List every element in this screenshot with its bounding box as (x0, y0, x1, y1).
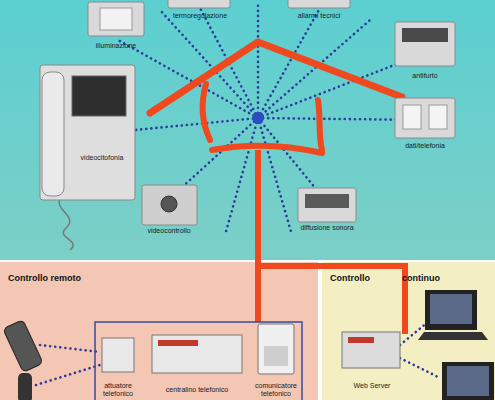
communicator-module (258, 324, 294, 374)
device-box: comunicatore telefonico (250, 322, 302, 398)
device-box: illuminazione (84, 0, 148, 50)
device-box: videocitofonia (64, 62, 140, 162)
panel-heading: Controllo remoto (8, 273, 81, 283)
device-label: videocontrollo (136, 227, 202, 235)
dotted-link (160, 10, 258, 118)
computer-screen (447, 366, 489, 396)
communicator-keypad (264, 346, 288, 366)
bus-line (258, 150, 405, 334)
device-display (402, 28, 448, 42)
videophone-handset (42, 72, 64, 196)
web-server-label (348, 337, 374, 343)
socket (403, 105, 421, 129)
device-box: Web Server (336, 330, 408, 390)
device-label: attuatore telefonico (96, 382, 140, 398)
socket (429, 105, 447, 129)
device-box: diffusione sonora (290, 186, 364, 232)
dotted-link (258, 118, 292, 235)
switchboard-module (152, 335, 242, 373)
device-label: illuminazione (84, 42, 148, 50)
dotted-link (225, 118, 258, 235)
dotted-link (36, 365, 100, 385)
videophone-screen (72, 76, 126, 116)
dotted-link (135, 118, 258, 130)
mobile-phone (3, 320, 43, 373)
house-wall (203, 84, 210, 140)
panel-heading: Controllo (330, 273, 370, 283)
remote-panel-bg (0, 262, 318, 400)
device-plate (168, 0, 230, 8)
computer-monitor (425, 290, 477, 330)
house-floor (212, 146, 322, 153)
device-plate (142, 185, 197, 225)
videophone-body (40, 65, 135, 200)
dotted-link (257, 5, 260, 118)
camera-lens (161, 196, 177, 212)
device-plate (298, 188, 356, 222)
device-box: dati/telefonia (390, 96, 460, 150)
device-label: antifurto (390, 72, 460, 80)
device-label: Web Server (336, 382, 408, 390)
device-box: centralino telefonico (148, 332, 246, 394)
device-label: comunicatore telefonico (250, 382, 302, 398)
device-key (100, 8, 132, 30)
hub-dot (252, 112, 264, 124)
device-box: attuatore telefonico (96, 336, 140, 398)
computer-screen (430, 294, 472, 324)
wireless-links (36, 5, 440, 385)
dotted-link (258, 20, 370, 118)
device-label: centralino telefonico (148, 386, 246, 394)
computer-monitor (442, 362, 494, 400)
panel-box: Controllo continuoWeb Server (322, 262, 495, 400)
device-plate (395, 98, 455, 138)
device-plate (288, 0, 350, 8)
continuous-panel-bg (322, 262, 495, 400)
device-label: videocitofonia (64, 154, 140, 162)
dotted-link (400, 358, 440, 378)
switchboard-label (158, 340, 198, 346)
dotted-link (40, 345, 100, 352)
web-server-unit (342, 332, 400, 368)
device-box: antifurto (390, 20, 460, 80)
actuator-module (102, 338, 134, 372)
device-display (305, 194, 349, 208)
device-plate (395, 22, 455, 66)
device-label: diffusione sonora (290, 224, 364, 232)
handset-cord (59, 195, 73, 250)
device-label: termoregolazione (165, 12, 235, 20)
panel-box: Controllo remoto attuatore telefonico cent… (0, 262, 318, 400)
device-box: termoregolazione (165, 0, 235, 20)
device-box: allarmi tecnici (282, 0, 356, 20)
computer-keyboard (418, 332, 488, 340)
device-box: videocontrollo (136, 183, 202, 235)
phone-handset (18, 373, 32, 400)
bus-line (255, 150, 261, 322)
device-label: allarmi tecnici (282, 12, 356, 20)
device-label: dati/telefonia (390, 142, 460, 150)
house-roof (150, 42, 402, 113)
switchboard-frame (95, 322, 302, 400)
house-wall (318, 100, 322, 150)
panel-heading: continuo (402, 273, 440, 283)
device-plate (88, 2, 144, 36)
home-band (0, 0, 495, 260)
house (150, 42, 402, 153)
